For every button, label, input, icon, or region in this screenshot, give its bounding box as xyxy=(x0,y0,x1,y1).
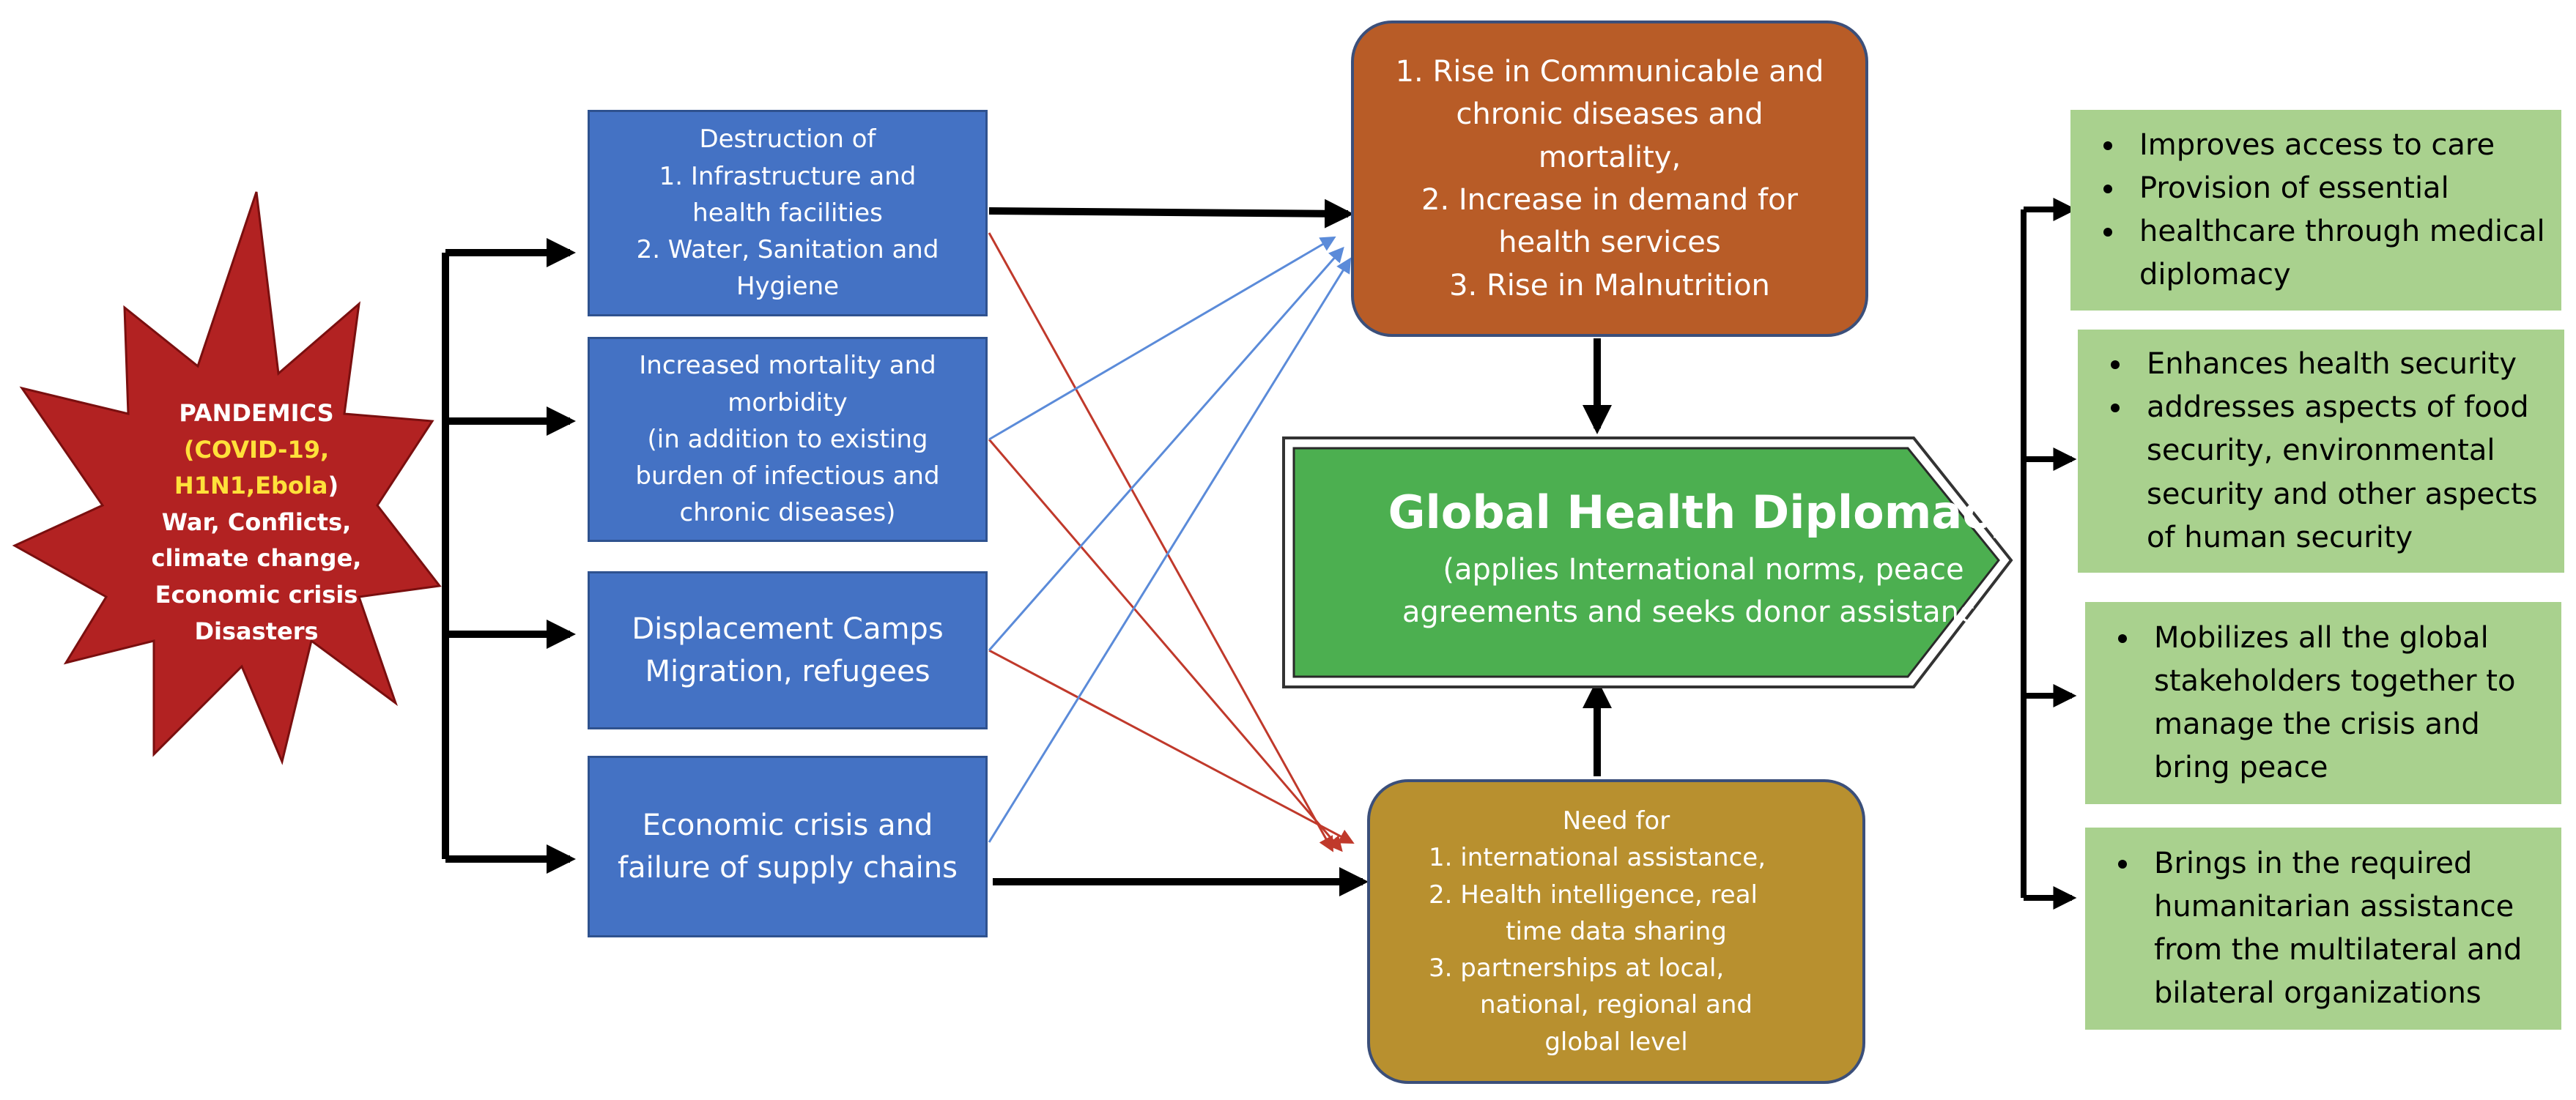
needs-line: 3. partnerships at local, xyxy=(1429,954,1725,984)
benefit-box-stakeholders: Mobilizes all the global stakeholders to… xyxy=(2085,602,2561,804)
benefit-item: Provision of essential xyxy=(2126,167,2547,210)
benefit-item: Brings in the required humanitarian assi… xyxy=(2141,842,2547,1016)
benefit-item: healthcare through medical diplomacy xyxy=(2126,210,2547,297)
impact-line: Increased mortality and xyxy=(639,351,936,381)
outcome-line: 3. Rise in Malnutrition xyxy=(1449,268,1770,302)
arrow-destruction-to-outcome xyxy=(988,198,1354,228)
impact-box-mortality: Increased mortality and morbidity (in ad… xyxy=(588,337,988,542)
impact-line: Economic crisis and xyxy=(642,809,933,842)
impact-box-economic: Economic crisis and failure of supply ch… xyxy=(588,756,988,937)
benefit-list: Brings in the required humanitarian assi… xyxy=(2114,842,2547,1016)
outcome-line: health services xyxy=(1498,226,1721,260)
crisis-star-shape xyxy=(12,191,442,765)
needs-line: 1. international assistance, xyxy=(1429,843,1766,873)
benefit-item: addresses aspects of food security, envi… xyxy=(2133,386,2550,560)
impact-line: Destruction of xyxy=(699,125,876,155)
star-line-climate: climate change, xyxy=(151,544,362,573)
outcome-box: 1. Rise in Communicable and chronic dise… xyxy=(1351,21,1868,337)
ghd-arrow-shape xyxy=(1292,447,2000,678)
impact-line: burden of infectious and xyxy=(635,461,940,491)
needs-line: global level xyxy=(1544,1027,1688,1057)
star-to-impacts-bracket xyxy=(442,238,576,874)
impact-box-displacement: Displacement Camps Migration, refugees xyxy=(588,571,988,729)
ghd-to-benefits-bracket xyxy=(2021,198,2077,910)
star-line-economic: Economic crisis xyxy=(155,580,358,609)
benefit-box-humanitarian: Brings in the required humanitarian assi… xyxy=(2085,828,2561,1030)
impact-line: 2. Water, Sanitation and xyxy=(636,235,939,265)
ghd-subtitle-line: (applies International norms, peace xyxy=(1443,552,1964,587)
impact-line: failure of supply chains xyxy=(618,851,958,885)
star-line-pandemics: PANDEMICS xyxy=(179,399,334,427)
benefit-list: Enhances health security addresses aspec… xyxy=(2107,343,2550,560)
crisis-star-text: PANDEMICS (COVID-19, H1N1,Ebola) War, Co… xyxy=(110,395,403,650)
impact-line: chronic diseases) xyxy=(679,498,896,528)
impact-line: 1. Infrastructure and xyxy=(659,161,917,191)
needs-line: time data sharing xyxy=(1506,916,1727,946)
star-line-covid: (COVID-19, xyxy=(183,435,330,464)
needs-line: 2. Health intelligence, real xyxy=(1429,880,1758,910)
benefit-list: Mobilizes all the global stakeholders to… xyxy=(2114,617,2547,790)
red-connectors xyxy=(988,232,1355,852)
impact-line: morbidity xyxy=(728,387,848,417)
blue-connectors xyxy=(988,236,1352,843)
ghd-label: Global Health Diplomacy (applies Interna… xyxy=(1297,483,2110,633)
outcome-line: chronic diseases and xyxy=(1456,97,1763,132)
outcome-line: 2. Increase in demand for xyxy=(1421,183,1798,217)
outcome-line: 1. Rise in Communicable and xyxy=(1395,54,1824,89)
impact-line: Displacement Camps xyxy=(632,612,944,646)
star-line-h1n1: H1N1,Ebola xyxy=(174,472,328,500)
needs-title: Need for xyxy=(1562,806,1670,836)
needs-box: Need for 1. international assistance, 2.… xyxy=(1367,779,1865,1084)
star-line-war: War, Conflicts, xyxy=(161,508,352,536)
benefit-item: Mobilizes all the global stakeholders to… xyxy=(2141,617,2547,790)
star-line-disasters: Disasters xyxy=(194,617,319,645)
ghd-subtitle-line: agreements and seeks donor assistance) xyxy=(1402,595,2005,629)
benefit-list: Improves access to care Provision of ess… xyxy=(2100,124,2547,297)
ghd-title: Global Health Diplomacy xyxy=(1388,486,2019,539)
impact-line: Hygiene xyxy=(736,272,840,302)
benefit-box-security: Enhances health security addresses aspec… xyxy=(2078,330,2564,573)
needs-line: national, regional and xyxy=(1480,990,1753,1020)
benefit-item: Improves access to care xyxy=(2126,124,2547,167)
impact-line: health facilities xyxy=(692,198,883,228)
impact-box-destruction: Destruction of 1. Infrastructure and hea… xyxy=(588,110,988,316)
benefit-item: Enhances health security xyxy=(2133,343,2550,386)
outcome-line: mortality, xyxy=(1538,140,1681,174)
impact-line: Migration, refugees xyxy=(645,655,930,688)
star-line-h1n1-close: ) xyxy=(327,472,339,500)
impact-line: (in addition to existing xyxy=(647,424,928,454)
benefit-box-access: Improves access to care Provision of ess… xyxy=(2070,110,2561,311)
